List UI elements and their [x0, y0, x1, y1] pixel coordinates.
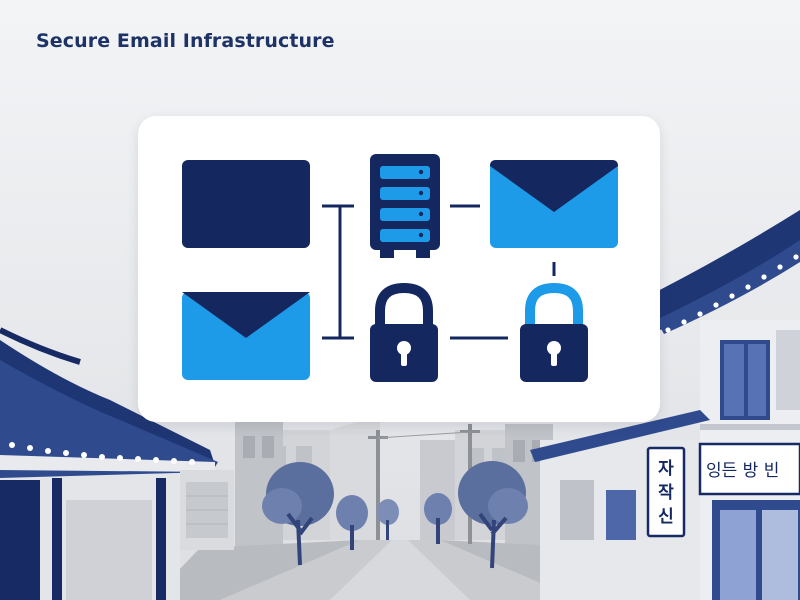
svg-text:자: 자: [658, 459, 674, 479]
svg-text:잉든 방 빈: 잉든 방 빈: [706, 461, 779, 481]
envelope-back-icon: [182, 160, 310, 248]
svg-text:작: 작: [658, 483, 674, 503]
infrastructure-diagram-card: [138, 116, 660, 422]
padlock-icon: [370, 282, 438, 382]
svg-text:신: 신: [658, 507, 674, 527]
connector-lines: [322, 204, 556, 340]
envelope-icon: [182, 292, 310, 380]
server-icon: [370, 154, 440, 258]
page-title: Secure Email Infrastructure: [36, 30, 335, 52]
vertical-sign: 자 작 신: [646, 446, 686, 538]
hanok-house-left: [0, 327, 234, 600]
shop-sign: 잉든 방 빈: [698, 442, 800, 496]
envelope-icon: [490, 160, 618, 248]
street-trees: [262, 461, 528, 569]
padlock-open-icon: [520, 282, 588, 382]
